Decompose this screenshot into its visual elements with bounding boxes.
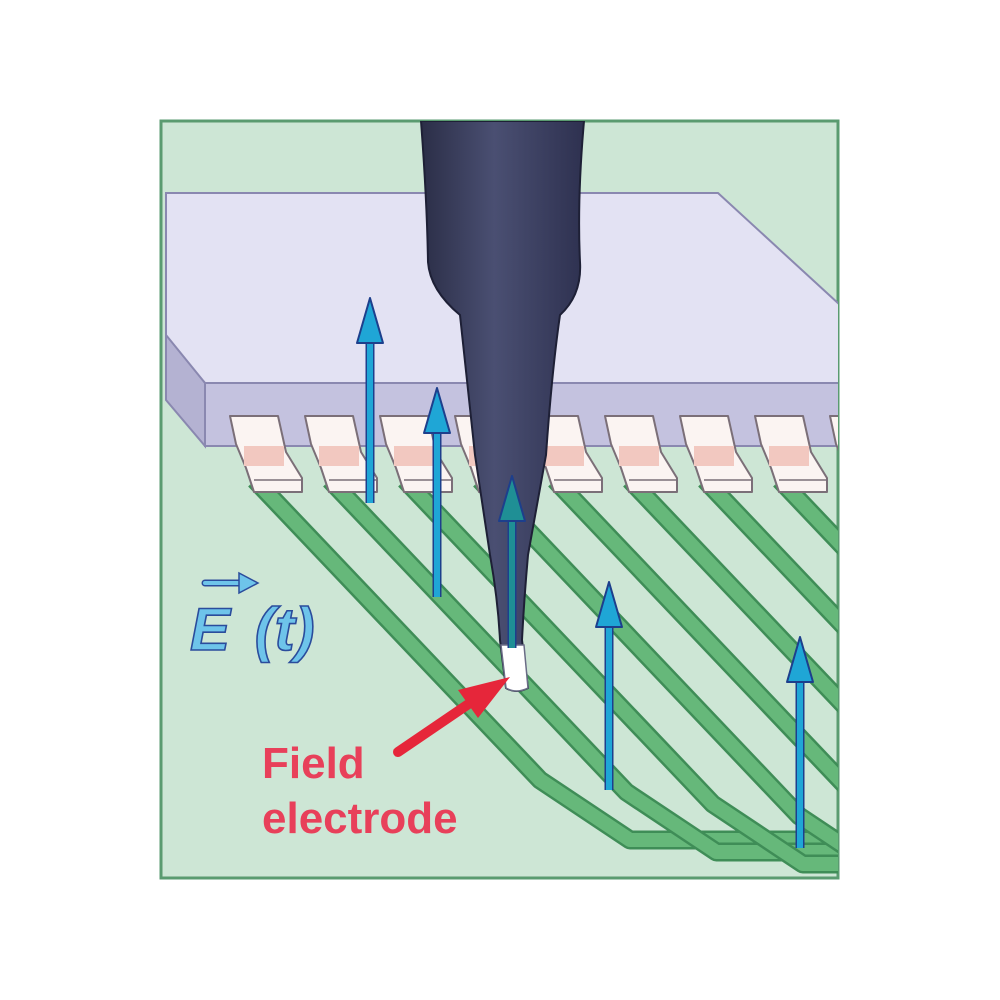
pcb-trace xyxy=(549,475,838,789)
chip-lead xyxy=(679,415,753,493)
svg-text:E (t): E (t) xyxy=(190,596,315,663)
chip-lead xyxy=(229,415,303,493)
label-line-2: electrode xyxy=(262,794,458,843)
up-arrow-icon xyxy=(356,297,384,503)
pcb-trace xyxy=(324,475,838,859)
field-electrode-label: Field electrode xyxy=(262,739,458,843)
field-symbol: E xyxy=(190,596,232,663)
pcb-trace xyxy=(399,475,838,871)
chip-lead xyxy=(829,415,838,452)
pcb-trace-outline xyxy=(855,480,1000,936)
pcb-trace xyxy=(855,480,1000,936)
chip-lead xyxy=(604,415,678,493)
vector-arrow-icon xyxy=(201,571,260,595)
up-arrow-icon xyxy=(423,387,451,597)
pcb-trace xyxy=(249,475,838,847)
chip-leads xyxy=(229,415,838,493)
pcb-trace xyxy=(474,475,838,851)
field-argument: (t) xyxy=(255,596,315,663)
pcb-traces xyxy=(248,473,1000,936)
up-arrow-icon xyxy=(786,636,814,848)
probe-tip xyxy=(500,644,529,692)
red-pointer-arrow-icon xyxy=(393,677,510,757)
chip-lead xyxy=(304,415,378,493)
up-arrow-icon xyxy=(498,475,526,648)
chip-lead xyxy=(754,415,828,493)
up-arrow-icon xyxy=(595,581,623,790)
label-line-1: Field xyxy=(262,739,365,788)
electric-field-label: E (t) xyxy=(189,571,315,664)
